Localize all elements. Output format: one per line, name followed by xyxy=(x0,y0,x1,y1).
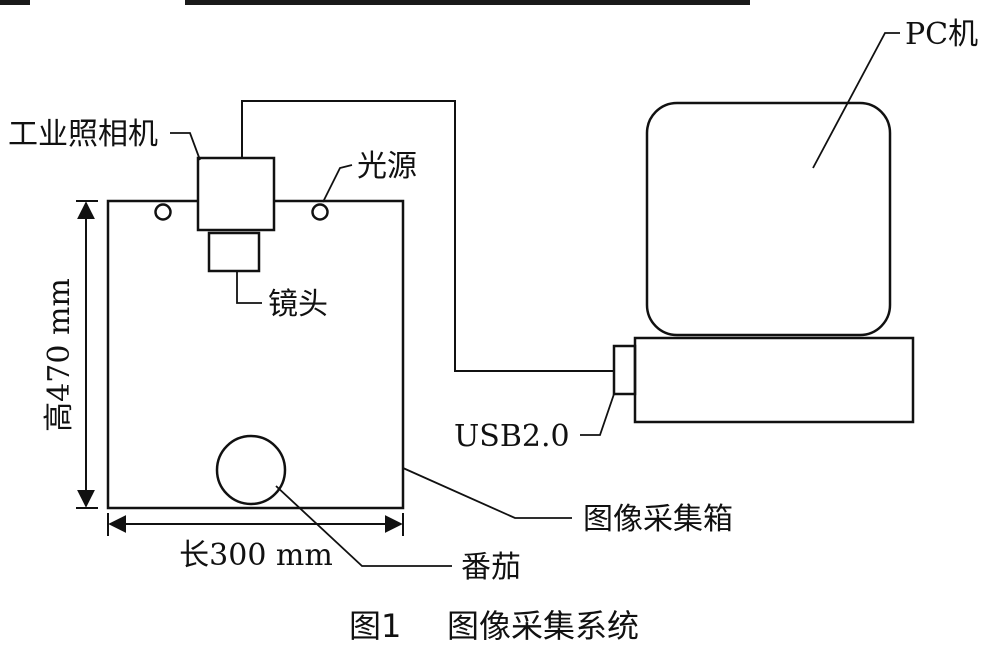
usb-connector xyxy=(612,344,637,396)
leader-tomato xyxy=(275,485,452,567)
cropped-top-text xyxy=(0,0,750,5)
figure-title: 图像采集系统 xyxy=(447,607,639,645)
height-dimension xyxy=(76,200,98,509)
tomato xyxy=(215,434,287,506)
leader-pc xyxy=(812,32,900,169)
label-usb: USB2.0 xyxy=(454,419,570,454)
leader-camera xyxy=(170,132,201,161)
label-pc: PC机 xyxy=(905,17,978,52)
usb-cable xyxy=(241,100,614,372)
leader-lens xyxy=(236,271,262,304)
label-box: 图像采集箱 xyxy=(583,502,733,537)
length-dimension xyxy=(107,513,404,536)
figure-number: 图1 xyxy=(349,607,401,645)
leader-light xyxy=(322,164,353,203)
lens xyxy=(207,231,261,273)
label-tomato: 番茄 xyxy=(461,550,521,585)
pc-monitor xyxy=(645,101,892,337)
industrial-camera xyxy=(196,156,276,232)
light-source-right xyxy=(311,203,329,221)
label-light: 光源 xyxy=(357,149,417,184)
label-length: 长300 mm xyxy=(179,538,333,573)
leader-box xyxy=(402,467,572,519)
leader-usb xyxy=(580,393,615,436)
light-source-left xyxy=(154,203,172,221)
label-lens: 镜头 xyxy=(268,287,328,322)
acquisition-box xyxy=(106,199,405,510)
label-camera: 工业照相机 xyxy=(8,117,158,152)
pc-host xyxy=(633,336,915,424)
label-height: 高470 mm xyxy=(42,278,77,432)
